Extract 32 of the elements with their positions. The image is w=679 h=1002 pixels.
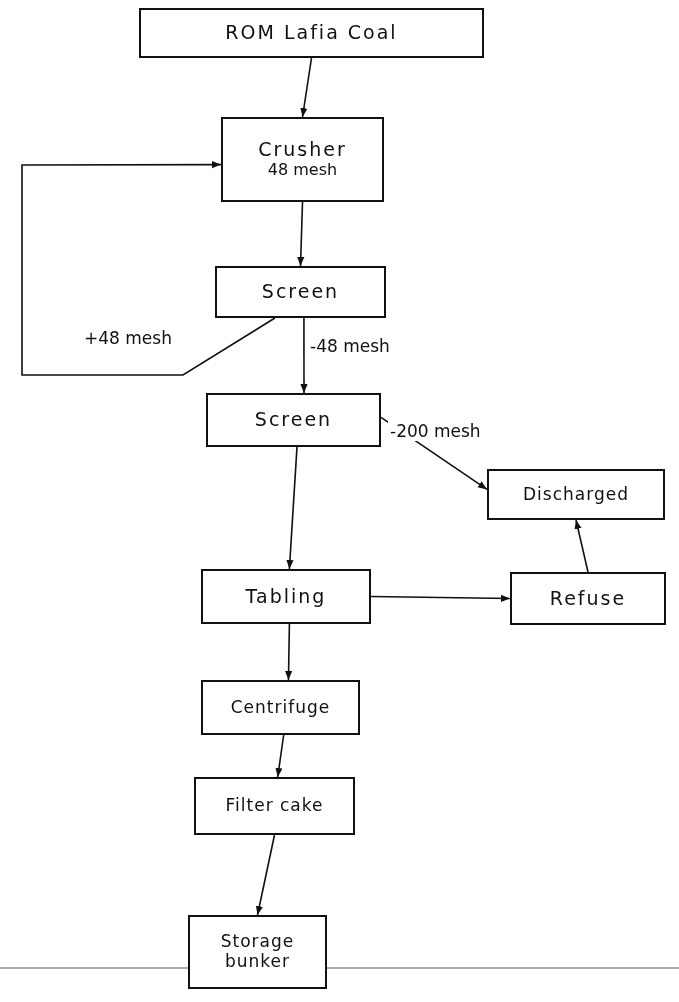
arrow <box>286 446 298 570</box>
box-label: Storage bunker <box>219 932 296 972</box>
arrow <box>574 519 589 573</box>
box-sublabel: 48 mesh <box>267 161 338 180</box>
process-box <box>188 915 327 989</box>
arrow <box>370 594 511 602</box>
box-label: Screen <box>261 281 340 303</box>
arrow <box>300 317 308 394</box>
process-box <box>194 777 355 835</box>
arrow <box>285 623 293 681</box>
arrow <box>21 161 276 376</box>
box-label: Crusher <box>258 139 347 162</box>
box-label: Refuse <box>549 587 627 610</box>
box-label: Filter cake <box>225 796 324 816</box>
process-box <box>206 393 381 447</box>
box-label: Tabling <box>245 585 327 608</box>
process-box <box>201 680 360 735</box>
arrow <box>255 834 276 916</box>
arrow <box>297 201 305 267</box>
process-box <box>139 8 484 58</box>
box-label: Discharged <box>523 484 629 505</box>
process-box <box>221 117 384 202</box>
arrow <box>275 734 285 778</box>
process-box <box>215 266 386 318</box>
box-label: Screen <box>254 409 333 431</box>
arrow <box>300 57 313 118</box>
process-box <box>510 572 666 625</box>
process-box <box>201 569 371 624</box>
box-label: ROM Lafia Coal <box>225 22 398 44</box>
edge-label: -200 mesh <box>388 421 483 441</box>
box-label: Centrifuge <box>230 697 331 718</box>
process-box <box>487 469 665 520</box>
